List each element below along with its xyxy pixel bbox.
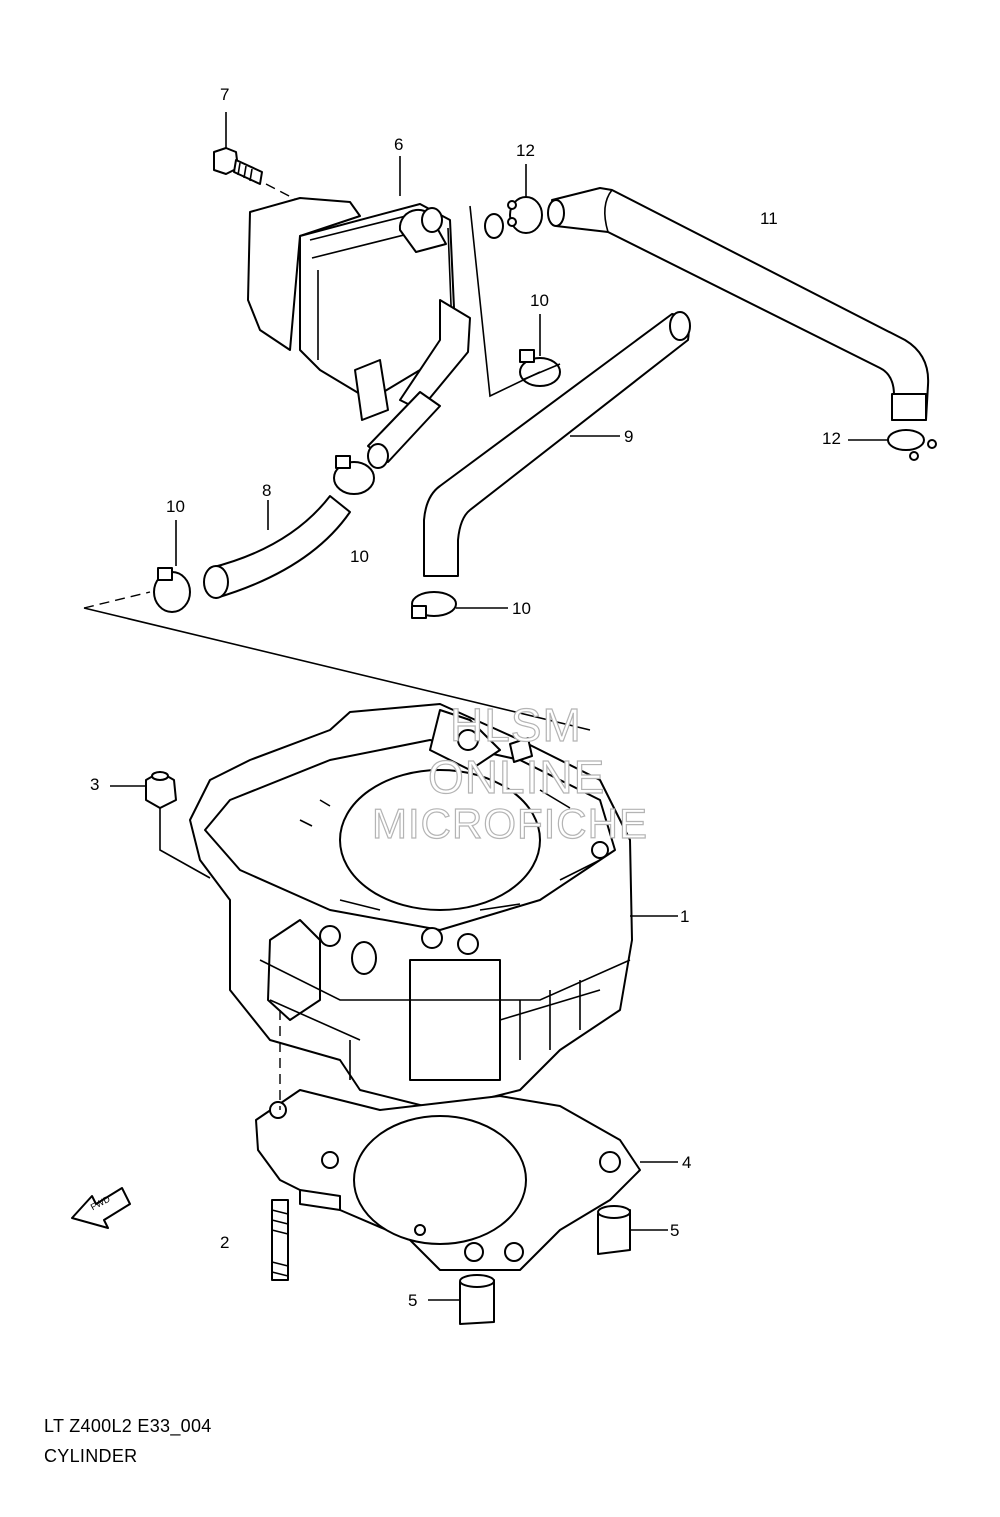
ref-line-c xyxy=(469,205,541,398)
bolt-7 xyxy=(213,147,263,185)
diagram-code: LT Z400L2 E33_004 xyxy=(44,1416,212,1436)
callout-7: 7 xyxy=(220,85,230,104)
callout-10-upper: 10 xyxy=(530,291,549,310)
ref-line-b xyxy=(83,607,591,731)
ref-line-a xyxy=(83,591,151,609)
gasket-4 xyxy=(255,1089,641,1271)
callout-10-left: 10 xyxy=(166,497,185,516)
callout-2: 2 xyxy=(220,1233,230,1252)
fwd-arrow-icon xyxy=(71,1187,131,1229)
watermark-line-3: MICROFICHE xyxy=(371,799,648,847)
hose-short-end xyxy=(367,443,389,469)
callout-6: 6 xyxy=(394,135,404,154)
clamp-10-bottom xyxy=(411,591,457,619)
callout-4: 4 xyxy=(682,1153,692,1172)
nut-3 xyxy=(145,771,177,809)
watermark-line-2: ONLINE xyxy=(427,750,606,803)
clamp-10-left xyxy=(153,567,191,613)
callout-1: 1 xyxy=(680,907,690,926)
callout-11: 11 xyxy=(760,209,778,228)
callout-5-bottom: 5 xyxy=(408,1291,418,1310)
watermark-line-1: HLSM xyxy=(449,698,582,751)
clip-12-right xyxy=(887,429,937,461)
clamp-10-mid xyxy=(333,455,375,495)
callout-3: 3 xyxy=(90,775,100,794)
hose-8 xyxy=(203,495,351,599)
callout-10-bottom: 10 xyxy=(512,599,531,618)
callout-9: 9 xyxy=(624,427,634,446)
diagram-title: CYLINDER xyxy=(44,1446,138,1466)
clip-12-top xyxy=(507,196,543,234)
callout-12-top: 12 xyxy=(516,141,535,160)
oring-top xyxy=(484,213,504,239)
callout-8: 8 xyxy=(262,481,272,500)
callout-5-right: 5 xyxy=(670,1221,680,1240)
cylinder-1 xyxy=(189,703,633,1111)
callout-12-right: 12 xyxy=(822,429,841,448)
hose-9 xyxy=(423,311,691,577)
stud-2 xyxy=(271,1199,289,1281)
dowel-5-bottom xyxy=(459,1274,495,1325)
dowel-5-right xyxy=(597,1205,631,1255)
leader-3 xyxy=(159,808,211,879)
callout-10-mid: 10 xyxy=(350,547,369,566)
breather-box-6 xyxy=(247,197,471,421)
hose-11 xyxy=(547,187,930,421)
